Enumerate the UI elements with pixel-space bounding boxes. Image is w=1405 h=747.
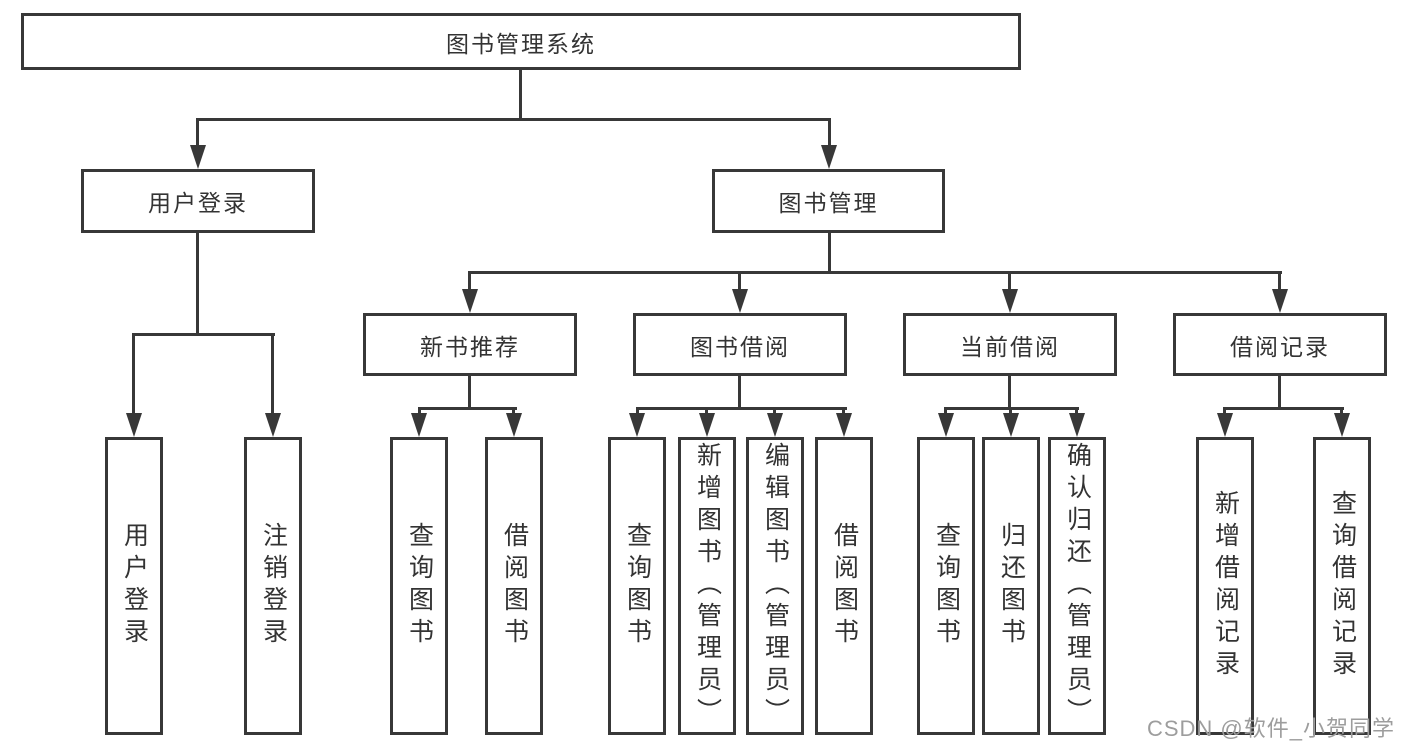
connector xyxy=(842,407,845,417)
connector xyxy=(1223,407,1226,417)
connector xyxy=(1009,407,1012,417)
connector xyxy=(468,271,471,291)
arrow-down-icon xyxy=(836,413,852,437)
connector xyxy=(738,375,741,410)
leaf-add-borrow-record: 新增借阅记录 xyxy=(1196,437,1254,735)
connector xyxy=(738,271,741,291)
arrow-down-icon xyxy=(1272,289,1288,313)
leaf-confirm-return-admin: 确认归还（管理员） xyxy=(1048,437,1106,735)
arrow-down-icon xyxy=(699,413,715,437)
connector xyxy=(418,407,517,410)
node-book-borrowing: 图书借阅 xyxy=(633,313,847,376)
arrow-down-icon xyxy=(938,413,954,437)
node-user-login: 用户登录 xyxy=(81,169,315,233)
arrow-down-icon xyxy=(411,413,427,437)
leaf-borrow-books-recommend: 借阅图书 xyxy=(485,437,543,735)
connector xyxy=(828,118,831,148)
leaf-query-books-recommend: 查询图书 xyxy=(390,437,448,735)
connector xyxy=(828,232,831,274)
leaf-query-borrow-record: 查询借阅记录 xyxy=(1313,437,1371,735)
connector xyxy=(512,407,515,417)
connector xyxy=(468,271,1282,274)
node-current-borrowing: 当前借阅 xyxy=(903,313,1117,376)
arrow-down-icon xyxy=(462,289,478,313)
leaf-edit-books-admin: 编辑图书（管理员） xyxy=(746,437,804,735)
leaf-borrow-books: 借阅图书 xyxy=(815,437,873,735)
connector xyxy=(945,407,1079,410)
connector xyxy=(271,333,274,415)
arrow-down-icon xyxy=(126,413,142,437)
connector xyxy=(1278,271,1281,291)
connector xyxy=(196,118,831,121)
csdn-watermark: CSDN @软件_小贺同学 xyxy=(1146,716,1395,741)
node-book-management: 图书管理 xyxy=(712,169,945,233)
node-new-book-recommendation: 新书推荐 xyxy=(363,313,577,376)
arrow-down-icon xyxy=(265,413,281,437)
connector xyxy=(1075,407,1078,417)
arrow-down-icon xyxy=(1003,413,1019,437)
connector xyxy=(1008,271,1011,291)
arrow-down-icon xyxy=(1334,413,1350,437)
node-borrowing-records: 借阅记录 xyxy=(1173,313,1387,376)
leaf-logout: 注销登录 xyxy=(244,437,302,735)
connector xyxy=(1008,375,1011,410)
connector xyxy=(1224,407,1344,410)
arrow-down-icon xyxy=(767,413,783,437)
connector xyxy=(519,68,522,121)
connector xyxy=(196,232,199,335)
connector xyxy=(1340,407,1343,417)
arrow-down-icon xyxy=(1217,413,1233,437)
connector xyxy=(1278,375,1281,410)
arrow-down-icon xyxy=(190,145,206,169)
connector xyxy=(468,375,471,410)
leaf-add-books-admin: 新增图书（管理员） xyxy=(678,437,736,735)
connector xyxy=(132,333,135,415)
leaf-query-books-current: 查询图书 xyxy=(917,437,975,735)
connector xyxy=(636,407,639,417)
connector xyxy=(705,407,708,417)
connector xyxy=(418,407,421,417)
arrow-down-icon xyxy=(821,145,837,169)
connector xyxy=(944,407,947,417)
connector xyxy=(636,407,847,410)
arrow-down-icon xyxy=(506,413,522,437)
leaf-return-books: 归还图书 xyxy=(982,437,1040,735)
arrow-down-icon xyxy=(1069,413,1085,437)
arrow-down-icon xyxy=(732,289,748,313)
connector xyxy=(132,333,275,336)
arrow-down-icon xyxy=(629,413,645,437)
leaf-user-login: 用户登录 xyxy=(105,437,163,735)
leaf-query-books-borrowing: 查询图书 xyxy=(608,437,666,735)
node-library-management-system: 图书管理系统 xyxy=(21,13,1021,70)
connector xyxy=(773,407,776,417)
arrow-down-icon xyxy=(1002,289,1018,313)
connector xyxy=(196,118,199,148)
